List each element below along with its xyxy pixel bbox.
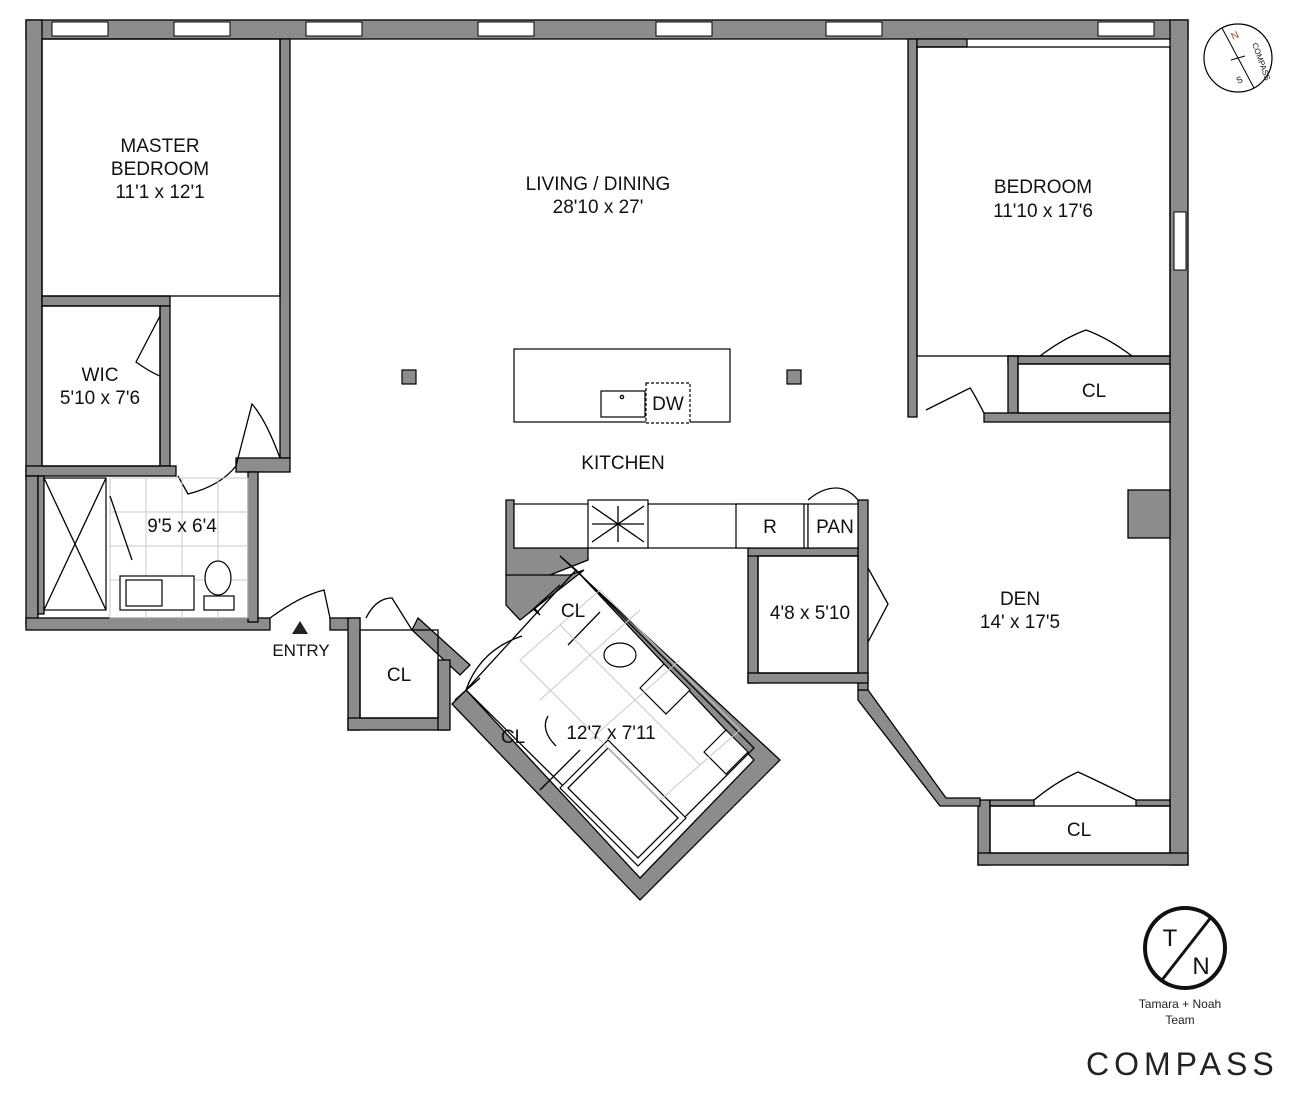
toilet [204,560,232,596]
bath-closet-label: CL [501,727,525,748]
refrigerator [735,503,805,549]
den-size: 14' x 17'5 [980,612,1060,633]
entry-label: ENTRY [272,641,329,660]
living-dining-size: 28'10 x 27' [553,197,644,218]
bath1 [43,477,249,619]
bedroom-label: BEDROOM [994,177,1092,198]
bath2 [519,589,749,867]
bath-vanity [639,663,691,715]
kitchen-label: KITCHEN [581,453,664,474]
bath-sink2 [703,729,749,775]
team-logo: T N [1143,906,1227,990]
team-caption: Tamara + Noah Team [1118,996,1242,1028]
living-dining-label: LIVING / DINING [526,174,671,195]
doors [135,315,1137,801]
den-label: DEN [1000,589,1040,610]
wic-size: 5'10 x 7'6 [60,388,140,409]
team-name: Tamara + Noah [1138,997,1222,1011]
bathtub [559,739,687,867]
bath-toilet [603,642,637,668]
compass-icon: N S COMPASS [1203,23,1273,93]
bedroom-closet-label: CL [1082,381,1106,402]
bath1-size: 9'5 x 6'4 [147,516,217,537]
logo-bottom-letter: N [1192,953,1209,980]
hall-closet-label: CL [561,601,585,622]
master-bedroom-label-2: BEDROOM [111,159,209,180]
windows [51,21,1187,271]
kitchen [401,348,859,549]
column-right [786,369,802,385]
master-bedroom-size: 11'1 x 12'1 [115,182,204,203]
entry-arrow-icon [292,621,308,634]
compass-south: S [1235,74,1245,86]
bath2-size: 12'7 x 7'11 [566,723,655,744]
small-closet-size: 4'8 x 5'10 [770,603,850,624]
den-closet-label: CL [1067,820,1091,841]
dishwasher-label: DW [652,394,684,415]
room-labels: MASTER BEDROOM 11'1 x 12'1 LIVING / DINI… [60,136,1106,841]
column-left [401,369,417,385]
compass-north: N [1230,30,1241,43]
bedroom-size: 11'10 x 17'6 [993,201,1093,222]
pantry [807,503,859,549]
wic-label: WIC [82,365,119,386]
refrigerator-label: R [763,517,777,538]
entry-closet-label: CL [387,665,411,686]
pantry-label: PAN [816,517,854,538]
island-sink [600,390,646,418]
compass-brand-logo: COMPASS [1086,1046,1279,1082]
logo-top-letter: T [1163,925,1178,952]
master-bedroom-label-1: MASTER [120,136,199,157]
team-word: Team [1165,1013,1195,1027]
